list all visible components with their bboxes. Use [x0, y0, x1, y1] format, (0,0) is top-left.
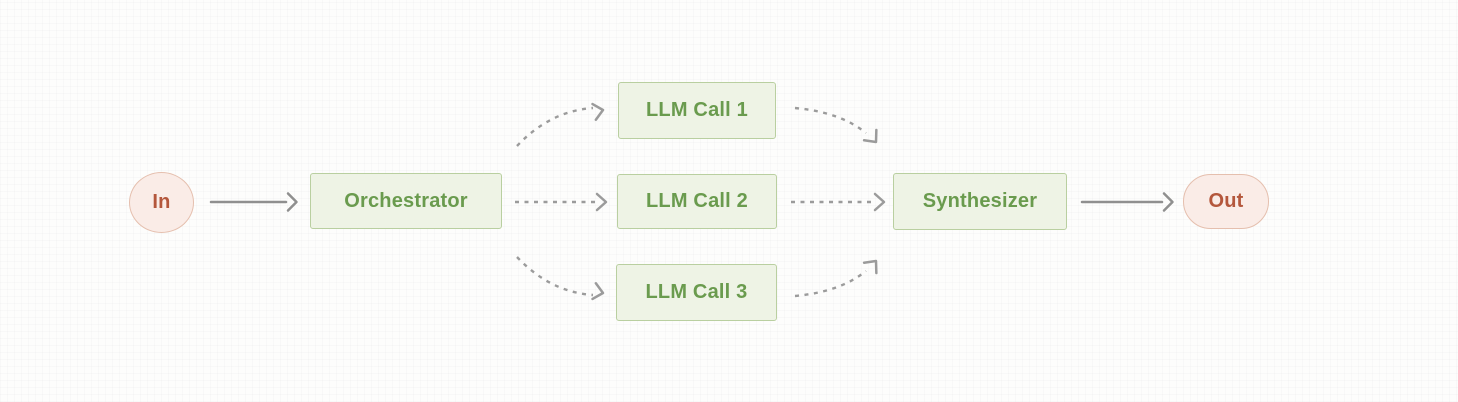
node-synthesizer-label: Synthesizer	[922, 190, 1038, 212]
node-orchestrator: Orchestrator	[310, 173, 502, 229]
arrow-llm-call-3-to-synthesizer	[794, 259, 878, 298]
node-llm-call-1: LLM Call 1	[618, 82, 776, 139]
arrow-orchestrator-to-llm-call-2	[515, 192, 608, 212]
node-orchestrator-label: Orchestrator	[344, 189, 468, 212]
node-llm-call-2-label: LLM Call 2	[645, 190, 748, 212]
arrow-in-to-orchestrator	[209, 192, 298, 212]
arrow-llm-call-2-to-synthesizer	[791, 192, 886, 212]
arrow-orchestrator-to-llm-call-3	[516, 256, 605, 301]
node-llm-call-1-label: LLM Call 1	[645, 99, 748, 121]
node-llm-call-2: LLM Call 2	[617, 174, 777, 229]
arrow-synthesizer-to-out	[1080, 192, 1174, 212]
arrow-llm-call-1-to-synthesizer	[794, 106, 878, 144]
arrow-orchestrator-to-llm-call-1	[516, 102, 605, 147]
node-in-label: In	[152, 191, 171, 213]
node-in: In	[129, 172, 194, 233]
node-out-label: Out	[1208, 190, 1244, 212]
node-synthesizer: Synthesizer	[893, 173, 1067, 230]
node-llm-call-3-label: LLM Call 3	[645, 281, 748, 303]
node-out: Out	[1183, 174, 1269, 229]
node-llm-call-3: LLM Call 3	[616, 264, 777, 321]
